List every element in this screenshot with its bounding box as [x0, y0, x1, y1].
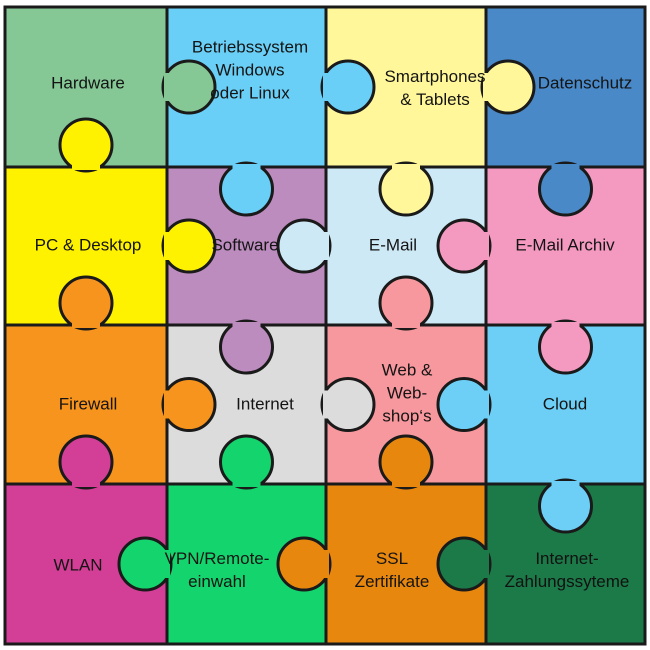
- puzzle-knob-betriebssystem: [320, 59, 376, 115]
- piece-label-smartphones: Smartphones & Tablets: [384, 65, 485, 111]
- piece-label-line: Cloud: [542, 394, 588, 414]
- piece-label-line: Hardware: [51, 73, 125, 93]
- piece-label-line: SSL: [375, 549, 409, 568]
- piece-label-line: Zahlungssyteme: [504, 572, 630, 591]
- puzzle-knob-e-mail-archiv: [436, 218, 492, 274]
- piece-label-line: Internet: [236, 394, 294, 414]
- piece-label-line: E-Mail Archiv: [515, 235, 615, 255]
- piece-label-line: einwahl: [188, 572, 246, 591]
- puzzle-knob-smartphones: [480, 59, 536, 115]
- piece-label-internet-zahlungssysteme: Internet- Zahlungssyteme: [505, 547, 630, 593]
- piece-label-line: WLAN: [53, 555, 103, 575]
- puzzle-knob-pc-desktop: [161, 218, 217, 274]
- piece-label-e-mail: E-Mail: [369, 234, 417, 257]
- piece-label-line: Smartphones: [384, 67, 486, 86]
- piece-label-ssl-zertifikate: SSL Zertifikate: [355, 547, 430, 593]
- puzzle-knob-e-mail: [276, 218, 332, 274]
- puzzle-knob-betriebssystem: [219, 161, 274, 217]
- piece-label-line: oder Linux: [210, 83, 290, 103]
- piece-label-datenschutz: Datenschutz: [538, 72, 633, 95]
- piece-label-line: Web-: [386, 383, 428, 403]
- piece-label-line: & Tablets: [400, 90, 470, 109]
- puzzle-knob-smartphones: [378, 161, 434, 217]
- piece-label-line: Firewall: [58, 394, 118, 414]
- puzzle-knob-firewall: [161, 377, 217, 432]
- piece-label-web-webshops: Web & Web-shop‘s: [382, 359, 433, 428]
- piece-label-software: Software: [211, 234, 278, 257]
- piece-label-pc-desktop: PC & Desktop: [35, 234, 142, 257]
- piece-label-hardware: Hardware: [51, 72, 125, 95]
- puzzle-knob-software: [219, 319, 274, 375]
- puzzle-knob-hardware: [161, 59, 217, 115]
- puzzle-knob-internet: [320, 377, 376, 432]
- piece-label-line: shop‘s: [382, 406, 432, 426]
- piece-label-line: Web &: [381, 360, 433, 380]
- piece-label-line: Datenschutz: [537, 73, 633, 93]
- puzzle-knob-pc-desktop: [58, 117, 114, 173]
- piece-label-line: Internet-: [535, 549, 599, 568]
- puzzle-knob-cloud: [436, 377, 492, 432]
- puzzle-knob-e-mail-archiv: [538, 319, 593, 375]
- piece-label-cloud: Cloud: [543, 393, 587, 416]
- puzzle-knob-vpn-remote: [219, 434, 274, 490]
- piece-label-line: Windows: [215, 60, 285, 80]
- piece-label-line: Betriebssystem: [191, 37, 309, 57]
- piece-label-wlan: WLAN: [53, 554, 102, 577]
- puzzle-knob-ssl-zertifikate: [276, 536, 332, 592]
- piece-label-line: E-Mail: [368, 235, 418, 255]
- puzzle-knob-ssl-zertifikate: [378, 434, 434, 490]
- piece-label-line: PC & Desktop: [34, 235, 142, 255]
- puzzle-knob-datenschutz: [538, 161, 593, 217]
- puzzle-knob-cloud: [538, 478, 593, 534]
- puzzle-knob-web-webshops: [378, 275, 434, 331]
- piece-label-line: Software: [211, 235, 279, 255]
- piece-label-vpn-remote: VPN/Remote-einwahl: [165, 547, 270, 593]
- piece-label-e-mail-archiv: E-Mail Archiv: [515, 234, 614, 257]
- piece-label-firewall: Firewall: [59, 393, 118, 416]
- puzzle-knob-internet-zahlungssysteme: [436, 536, 492, 592]
- piece-label-line: Zertifikate: [354, 572, 430, 591]
- piece-label-internet: Internet: [236, 393, 294, 416]
- puzzle-knob-vpn-remote: [117, 536, 173, 592]
- piece-label-line: VPN/Remote-: [164, 549, 270, 568]
- puzzle-knob-wlan: [58, 434, 114, 490]
- puzzle-knob-firewall: [58, 275, 114, 331]
